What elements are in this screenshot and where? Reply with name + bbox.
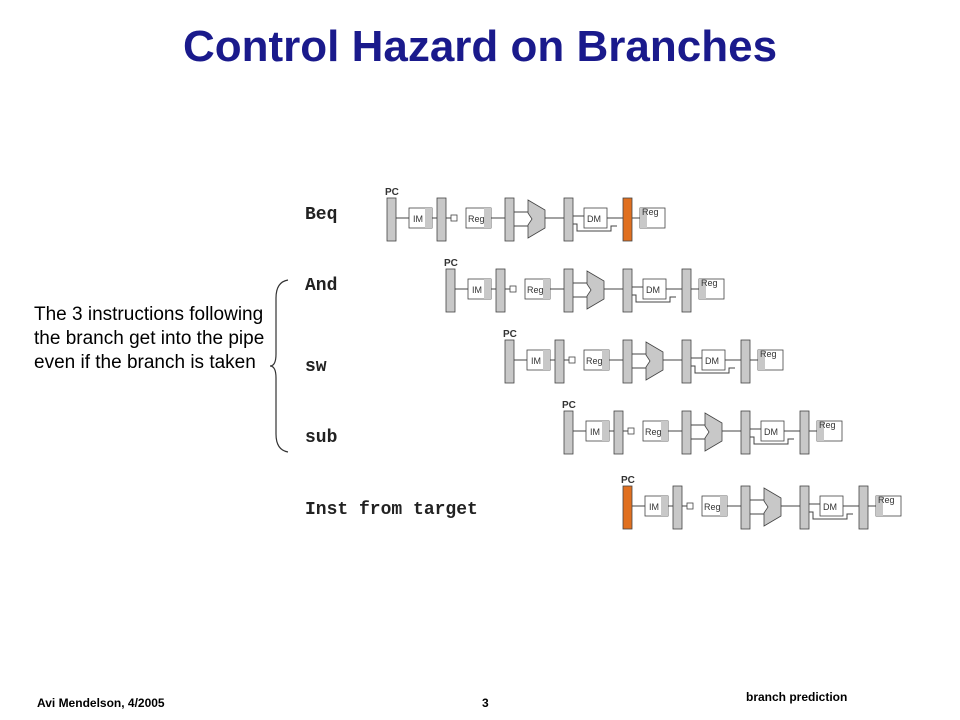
footer-author: Avi Mendelson, 4/2005	[37, 696, 165, 710]
bypass-wire	[750, 436, 794, 445]
pc-label: PC	[444, 258, 458, 269]
alu-shape	[586, 270, 605, 310]
pc-latch	[445, 268, 456, 313]
mem-wb-latch	[799, 410, 810, 455]
reg-shade	[661, 421, 668, 441]
pc-label: PC	[503, 329, 517, 340]
explanation-note: The 3 instructions following the branch …	[34, 304, 265, 373]
instruction-label-target: Inst from target	[305, 500, 478, 520]
pc-label: PC	[621, 475, 635, 486]
footer-page-number: 3	[482, 696, 489, 710]
mem-wb-latch	[858, 485, 869, 530]
mem-wb-latch	[740, 339, 751, 384]
if-id-latch	[613, 410, 624, 455]
reg-shade	[484, 208, 491, 228]
wb-reg-label: Reg	[760, 349, 777, 359]
pc-latch	[622, 485, 633, 530]
mem-wb-latch	[681, 268, 692, 313]
im-shade	[425, 208, 432, 228]
im-label: IM	[472, 285, 482, 295]
im-shade	[661, 496, 668, 516]
dm-label: DM	[823, 502, 837, 512]
reg-shade	[543, 279, 550, 299]
reg-label: Reg	[645, 427, 662, 437]
im-shade	[543, 350, 550, 370]
mux-small	[686, 502, 694, 510]
dm-label: DM	[764, 427, 778, 437]
instruction-label-beq: Beq	[305, 205, 338, 225]
im-label: IM	[649, 502, 659, 512]
mux-small	[568, 356, 576, 364]
ex-mem-latch	[563, 197, 574, 242]
reg-label: Reg	[586, 356, 603, 366]
if-id-latch	[495, 268, 506, 313]
wb-reg-shade	[758, 350, 765, 370]
bypass-wire	[632, 294, 676, 303]
reg-label: Reg	[704, 502, 721, 512]
wb-reg-shade	[817, 421, 824, 441]
bypass-wire	[691, 365, 735, 374]
slide-title: Control Hazard on Branches	[182, 22, 778, 71]
dm-label: DM	[646, 285, 660, 295]
alu-shape	[645, 341, 664, 381]
id-ex-latch	[504, 197, 515, 242]
instruction-label-and: And	[305, 276, 338, 296]
wb-reg-label: Reg	[642, 207, 659, 217]
ex-mem-latch	[799, 485, 810, 530]
mux-small	[450, 214, 458, 222]
wb-reg-shade	[876, 496, 883, 516]
alu-shape	[704, 412, 723, 452]
if-id-latch	[672, 485, 683, 530]
instruction-label-sub: sub	[305, 428, 338, 448]
pc-label: PC	[385, 187, 399, 198]
reg-label: Reg	[527, 285, 544, 295]
id-ex-latch	[740, 485, 751, 530]
pc-label: PC	[562, 400, 576, 411]
alu-shape	[527, 199, 546, 239]
id-ex-latch	[622, 339, 633, 384]
ex-mem-latch	[622, 268, 633, 313]
im-label: IM	[590, 427, 600, 437]
mux-small	[627, 427, 635, 435]
bypass-wire	[573, 223, 617, 232]
dm-label: DM	[705, 356, 719, 366]
alu-shape	[763, 487, 782, 527]
bypass-wire	[809, 511, 853, 520]
pc-latch	[386, 197, 397, 242]
curly-brace	[270, 279, 289, 453]
footer-topic: branch prediction	[746, 690, 848, 704]
im-shade	[484, 279, 491, 299]
wb-reg-label: Reg	[701, 278, 718, 288]
reg-shade	[720, 496, 727, 516]
reg-label: Reg	[468, 214, 485, 224]
mem-wb-latch	[622, 197, 633, 242]
reg-shade	[602, 350, 609, 370]
pc-latch	[504, 339, 515, 384]
if-id-latch	[554, 339, 565, 384]
im-shade	[602, 421, 609, 441]
wb-reg-label: Reg	[878, 495, 895, 505]
mux-small	[509, 285, 517, 293]
wb-reg-label: Reg	[819, 420, 836, 430]
im-label: IM	[531, 356, 541, 366]
wb-reg-shade	[699, 279, 706, 299]
ex-mem-latch	[681, 339, 692, 384]
if-id-latch	[436, 197, 447, 242]
wb-reg-shade	[640, 208, 647, 228]
im-label: IM	[413, 214, 423, 224]
id-ex-latch	[563, 268, 574, 313]
instruction-label-sw: sw	[305, 357, 327, 377]
ex-mem-latch	[740, 410, 751, 455]
id-ex-latch	[681, 410, 692, 455]
dm-label: DM	[587, 214, 601, 224]
pc-latch	[563, 410, 574, 455]
